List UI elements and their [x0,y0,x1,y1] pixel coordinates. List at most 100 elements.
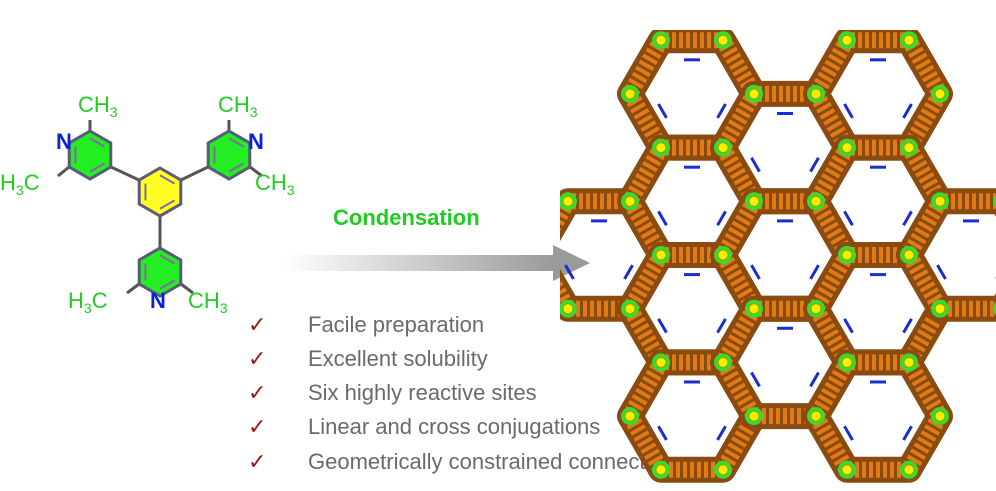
node-core [624,88,636,100]
node-core [934,88,946,100]
node-core [717,356,729,368]
double-bond [228,162,245,173]
feature-item: ✓ Linear and cross conjugations [248,412,600,442]
methyl-label: H3C [68,288,108,316]
linker-bond [750,156,761,173]
double-bond [89,137,106,148]
feature-label: Geometrically constrained connection [308,449,675,474]
node-core [717,34,729,46]
check-icon: ✓ [248,346,267,371]
node-core [841,356,853,368]
linker-bond [809,371,820,388]
pyridine-ring [137,246,183,298]
linker-bond [843,425,854,441]
node-core [903,142,915,154]
node-core [934,410,946,422]
bond [57,165,70,178]
methyl-label: CH3 [255,170,295,198]
node-core [717,249,729,261]
methyl-label: CH3 [218,92,258,120]
linker-bond [809,156,820,173]
nitrogen-label: N [248,129,264,154]
linker-bond [843,318,854,334]
linker-bond [716,103,727,119]
linker-bond [936,264,947,280]
linker-bond [657,425,668,441]
feature-item: ✓ Geometrically constrained connection [248,447,675,477]
bond [126,282,140,295]
linker-bond [716,318,727,334]
pyridine-ring [206,129,252,181]
node-core [934,303,946,315]
benzene-ring [137,166,183,218]
node-core [841,464,853,476]
double-bond [228,137,245,148]
node-core [624,410,636,422]
node-core [841,34,853,46]
node-core [810,88,822,100]
cof-framework-illustration [560,30,996,483]
linker-bond [843,103,854,119]
linker-bond [902,425,913,441]
node-core [841,249,853,261]
feature-item: ✓Facile preparation [248,310,484,340]
node-core [810,195,822,207]
node-core [748,195,760,207]
methyl-label: H3C [0,170,40,198]
linker-bond [716,425,727,441]
double-bond [159,174,176,185]
feature-label: Six highly reactive sites [308,380,537,405]
bond [249,165,263,178]
double-bond [159,279,176,290]
linker-bond [657,318,668,334]
node-core [562,195,574,207]
node-core [655,34,667,46]
node-core [717,464,729,476]
linker-bond [564,264,575,280]
double-bond [89,162,106,173]
node-core [655,249,667,261]
linker-bond [657,210,668,227]
node-core [841,142,853,154]
node-core [655,142,667,154]
feature-label: Excellent solubility [308,346,488,371]
bond [110,165,140,182]
linker-bond [902,210,913,227]
double-bond [159,254,176,265]
node-ring [993,301,996,316]
node-core [810,303,822,315]
node-core [655,356,667,368]
node-core [624,195,636,207]
bond [180,282,194,295]
linker-bond [750,264,761,280]
linker-bond [623,264,634,280]
linker-bond [902,318,913,334]
nitrogen-label: N [56,129,72,154]
linker-bond [809,264,820,280]
feature-label: Linear and cross conjugations [308,414,601,439]
node-core [717,142,729,154]
pyridine-ring [67,129,113,181]
reaction-arrow [285,245,590,281]
methyl-label: CH3 [188,288,228,316]
node-core [624,303,636,315]
double-bond [159,199,176,210]
node-core [903,356,915,368]
check-icon: ✓ [248,414,267,439]
check-icon: ✓ [248,449,267,474]
methyl-label: CH3 [78,92,118,120]
node-core [562,303,574,315]
node-core [903,249,915,261]
linker-bond [902,103,913,119]
linker-bond [657,103,668,119]
node-core [748,303,760,315]
feature-label: Facile preparation [308,312,485,337]
reaction-label: Condensation [333,205,480,230]
node-core [810,410,822,422]
node-core [903,464,915,476]
linker-bond [843,210,854,227]
feature-item: ✓ Excellent solubility [248,344,488,374]
node-core [903,34,915,46]
